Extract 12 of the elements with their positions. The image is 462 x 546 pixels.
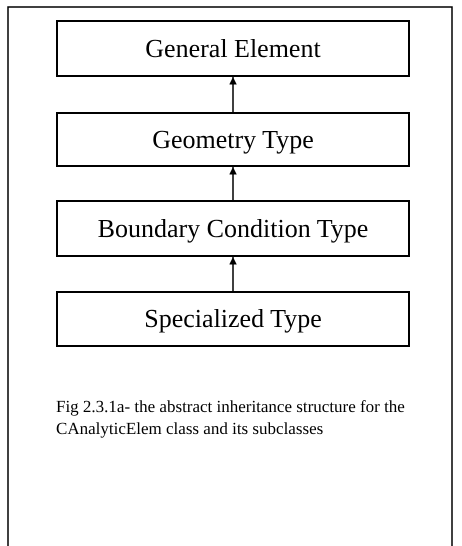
figure-caption: Fig 2.3.1a- the abstract inheritance structure for the CAnalyticElem class and its subclasses xyxy=(56,396,406,440)
class-name: Specialized Type xyxy=(144,304,322,334)
arrow xyxy=(229,167,237,200)
class-box xyxy=(56,200,410,257)
class-box xyxy=(56,20,410,77)
class-box xyxy=(56,291,410,347)
arrow xyxy=(229,77,237,112)
class-name: General Element xyxy=(145,34,321,64)
class-name: Boundary Condition Type xyxy=(98,214,368,244)
class-name: Geometry Type xyxy=(152,124,314,154)
class-box xyxy=(56,112,410,167)
arrow xyxy=(229,257,237,291)
